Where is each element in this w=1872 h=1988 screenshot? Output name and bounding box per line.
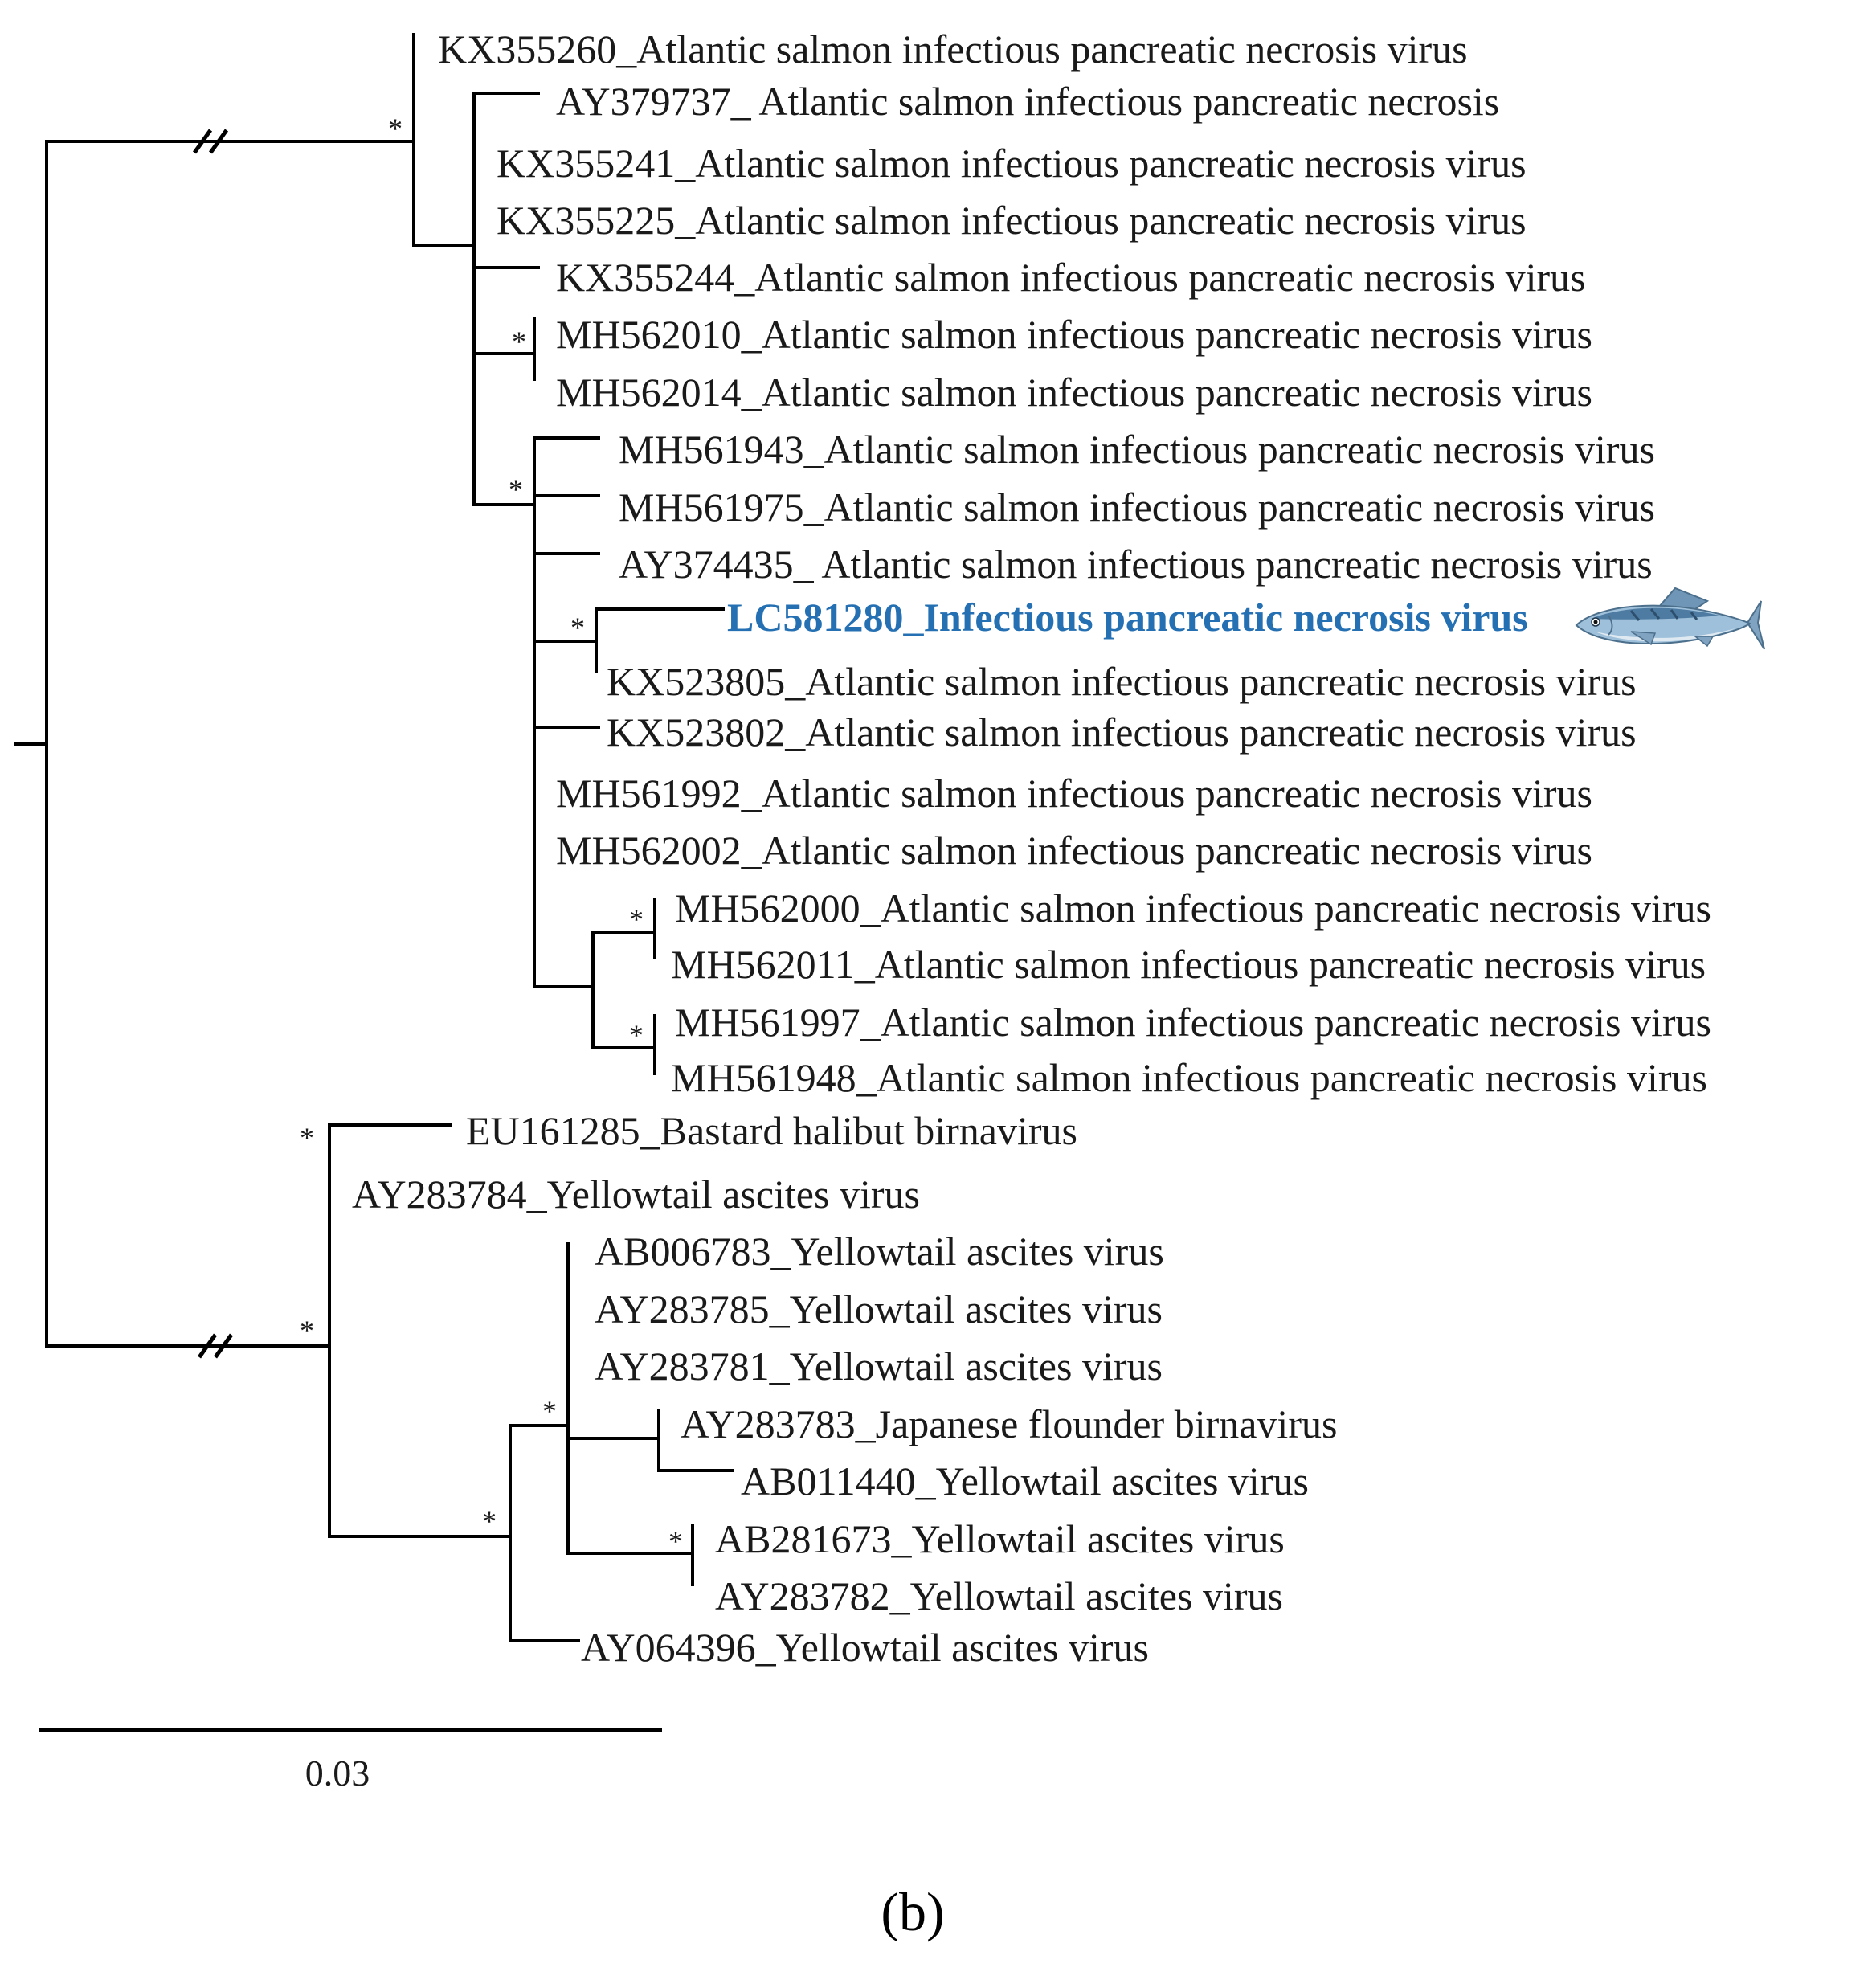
leaf-label: KX523805_Atlantic salmon infectious panc… <box>607 659 1637 704</box>
support-salmon-node: * <box>388 112 403 145</box>
support-yt-inner-node: * <box>542 1395 557 1427</box>
leaf-label: AY283785_Yellowtail ascites virus <box>595 1286 1163 1331</box>
support-marine-node: * <box>300 1315 314 1347</box>
leaf-label: KX355260_Atlantic salmon infectious panc… <box>438 27 1468 72</box>
support-yellowtail-node: * <box>482 1505 497 1537</box>
leaf-label: AY374435_ Atlantic salmon infectious pan… <box>619 542 1653 587</box>
leaf-label: AY064396_Yellowtail ascites virus <box>581 1625 1149 1670</box>
support-mh562010-node: * <box>512 325 526 358</box>
fish-icon <box>1575 587 1765 650</box>
leaf-label: KX355225_Atlantic salmon infectious panc… <box>497 198 1527 243</box>
leaf-label: MH562014_Atlantic salmon infectious panc… <box>556 370 1592 415</box>
break-mark-bottom <box>197 1333 234 1359</box>
support-halibut-node: * <box>300 1122 314 1154</box>
leaf-label: AB006783_Yellowtail ascites virus <box>595 1229 1164 1274</box>
leaf-label: MH561975_Atlantic salmon infectious panc… <box>619 485 1655 530</box>
support-mh561997-node: * <box>629 1019 644 1051</box>
leaf-label: KX355241_Atlantic salmon infectious panc… <box>497 141 1527 186</box>
support-mh562000-node: * <box>629 903 644 935</box>
panel-label: (b) <box>881 1881 944 1942</box>
leaf-label: MH562011_Atlantic salmon infectious panc… <box>671 942 1706 987</box>
leaf-label: AY283784_Yellowtail ascites virus <box>352 1172 920 1217</box>
leaf-label: AY283782_Yellowtail ascites virus <box>715 1573 1283 1618</box>
leaf-label: MH562000_Atlantic salmon infectious panc… <box>675 886 1711 931</box>
leaf-label: AY283781_Yellowtail ascites virus <box>595 1344 1163 1389</box>
leaf-label: MH561948_Atlantic salmon infectious panc… <box>671 1055 1707 1100</box>
tree-branches <box>14 33 734 1642</box>
leaf-label: MH561943_Atlantic salmon infectious panc… <box>619 427 1655 472</box>
support-inner-node: * <box>509 473 523 505</box>
leaf-label: MH562010_Atlantic salmon infectious panc… <box>556 312 1592 357</box>
leaf-label: AB011440_Yellowtail ascites virus <box>741 1458 1309 1503</box>
support-lc581280-node: * <box>570 612 585 644</box>
leaf-label: AB281673_Yellowtail ascites virus <box>715 1516 1285 1561</box>
support-ab281673-node: * <box>668 1525 683 1557</box>
support-values: * * * * * * * * * * * <box>300 112 683 1557</box>
leaf-label: MH562002_Atlantic salmon infectious panc… <box>556 828 1592 873</box>
break-mark-top <box>192 129 229 154</box>
leaf-label: KX355244_Atlantic salmon infectious panc… <box>556 255 1586 300</box>
leaf-label: AY283783_Japanese flounder birnavirus <box>681 1401 1337 1446</box>
leaf-label: MH561997_Atlantic salmon infectious panc… <box>675 1000 1711 1045</box>
leaf-label: MH561992_Atlantic salmon infectious panc… <box>556 771 1592 816</box>
leaf-label: KX523802_Atlantic salmon infectious panc… <box>607 710 1637 755</box>
leaf-label: AY379737_ Atlantic salmon infectious pan… <box>556 79 1499 124</box>
leaf-label: EU161285_Bastard halibut birnavirus <box>466 1108 1077 1153</box>
leaf-labels: KX355260_Atlantic salmon infectious panc… <box>352 27 1711 1670</box>
scale-bar: 0.03 <box>39 1728 662 1794</box>
scale-bar-label: 0.03 <box>305 1753 370 1794</box>
leaf-label-highlighted: LC581280_Infectious pancreatic necrosis … <box>727 595 1528 640</box>
